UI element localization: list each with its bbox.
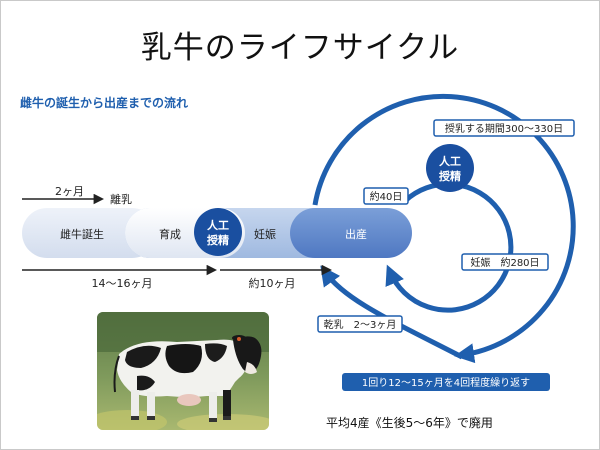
ai-cycle-top: 人工 [439,154,461,168]
stage-birth-label: 雌牛誕生 [60,227,104,241]
repeat-box [342,373,550,391]
dry-period-box [317,315,403,333]
slide-subtitle: 雌牛の誕生から出産までの流れ [20,96,189,110]
span-second-label: 約10ヶ月 [249,276,296,290]
lactation-box [433,119,575,137]
slide-title: 乳牛のライフサイクル [140,30,460,66]
return-arc-arrow [320,265,464,360]
dry-period-label: 乾乳 2～3ヶ月 [324,318,397,331]
ai-circle-timeline [194,208,242,256]
stage-calving [290,208,412,258]
stage-birth [22,208,157,258]
pregnancy280-box [461,253,549,271]
stage-pregnancy-label: 妊娠 [254,227,276,241]
ai-cycle-bottom: 授精 [439,169,461,183]
pregnancy280-label: 妊娠 約280日 [470,256,539,269]
two-month-label: 2ヶ月 [55,185,84,198]
repeat-label: 1回り12～15ヶ月を4回程度繰り返す [362,376,530,389]
weaning-label: 離乳 [110,192,132,206]
lactation-label: 授乳する期間300～330日 [445,122,563,135]
ai-circle-cycle [426,144,474,192]
disposal-note: 平均4産《生後5～6年》で廃用 [326,416,493,430]
ai-timeline-top: 人工 [207,218,229,232]
about40-label: 約40日 [370,190,403,203]
about40-box [363,187,409,205]
stage-rearing-label: 育成 [159,227,181,241]
ai-timeline-bottom: 授精 [207,233,229,247]
span-first-label: 14～16ヶ月 [92,277,153,290]
holstein-cow-photo [97,312,269,430]
stage-calving-label: 出産 [345,227,367,241]
